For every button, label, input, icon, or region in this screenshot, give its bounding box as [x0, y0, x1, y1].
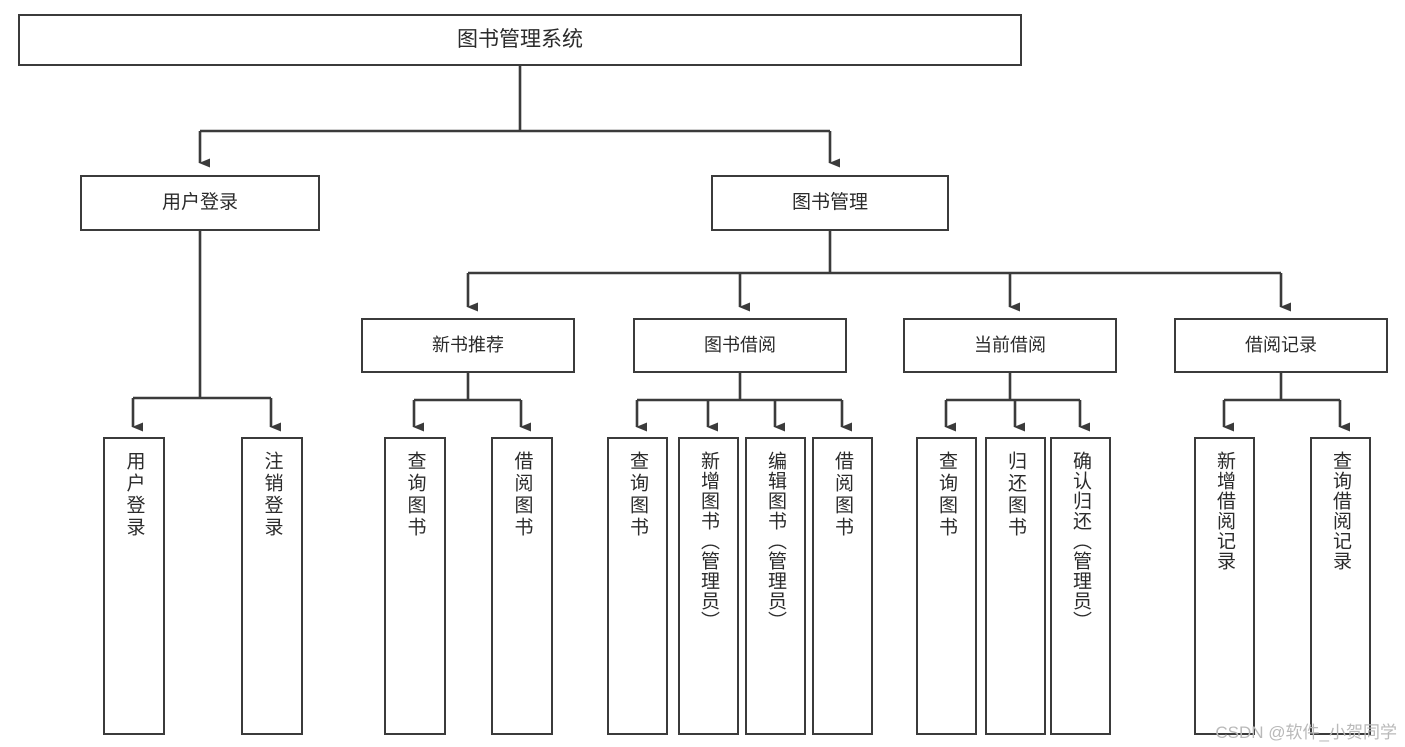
- leaf-query-book-recommend[interactable]: 查询图书: [384, 437, 446, 735]
- node-current-borrow[interactable]: 当前借阅: [903, 318, 1117, 373]
- leaf-confirm-return-admin[interactable]: 确认归还（管理员）: [1050, 437, 1111, 735]
- csdn-watermark: CSDN @软件_小贺同学: [1215, 723, 1397, 742]
- leaf-borrow-book-recommend[interactable]: 借阅图书: [491, 437, 553, 735]
- node-label: 当前借阅: [974, 335, 1046, 356]
- leaf-query-book-borrow[interactable]: 查询图书: [607, 437, 668, 735]
- node-book-borrow[interactable]: 图书借阅: [633, 318, 847, 373]
- node-label: 新增借阅记录: [1214, 451, 1235, 571]
- node-label: 图书管理: [791, 192, 868, 214]
- node-new-book-recommend[interactable]: 新书推荐: [361, 318, 575, 373]
- node-root-book-management-system[interactable]: 图书管理系统: [18, 14, 1022, 66]
- leaf-query-borrow-record[interactable]: 查询借阅记录: [1310, 437, 1371, 735]
- leaf-user-login[interactable]: 用户登录: [103, 437, 165, 735]
- node-label: 注销登录: [261, 451, 283, 539]
- node-label: 用户登录: [161, 192, 238, 214]
- leaf-add-book-admin[interactable]: 新增图书（管理员）: [678, 437, 739, 735]
- node-book-management[interactable]: 图书管理: [711, 175, 949, 231]
- node-label: 借阅记录: [1245, 335, 1317, 356]
- node-label: 查询图书: [627, 451, 648, 539]
- node-label: 编辑图书（管理员）: [765, 451, 786, 631]
- node-user-login[interactable]: 用户登录: [80, 175, 320, 231]
- leaf-borrow-book[interactable]: 借阅图书: [812, 437, 873, 735]
- node-label: 新增图书（管理员）: [698, 451, 719, 631]
- node-label: 确认归还（管理员）: [1070, 451, 1091, 631]
- node-label: 归还图书: [1005, 451, 1026, 539]
- leaf-logout-login[interactable]: 注销登录: [241, 437, 303, 735]
- node-label: 新书推荐: [432, 335, 504, 356]
- node-label: 查询图书: [404, 451, 426, 539]
- leaf-return-book[interactable]: 归还图书: [985, 437, 1046, 735]
- node-label: 借阅图书: [832, 451, 853, 539]
- leaf-add-borrow-record[interactable]: 新增借阅记录: [1194, 437, 1255, 735]
- node-label: 图书管理系统: [457, 27, 583, 51]
- node-borrow-record[interactable]: 借阅记录: [1174, 318, 1388, 373]
- node-label: 图书借阅: [704, 335, 776, 356]
- node-label: 用户登录: [123, 451, 145, 539]
- node-label: 查询借阅记录: [1330, 451, 1351, 571]
- node-label: 借阅图书: [511, 451, 533, 539]
- leaf-query-book-current[interactable]: 查询图书: [916, 437, 977, 735]
- leaf-edit-book-admin[interactable]: 编辑图书（管理员）: [745, 437, 806, 735]
- node-label: 查询图书: [936, 451, 957, 539]
